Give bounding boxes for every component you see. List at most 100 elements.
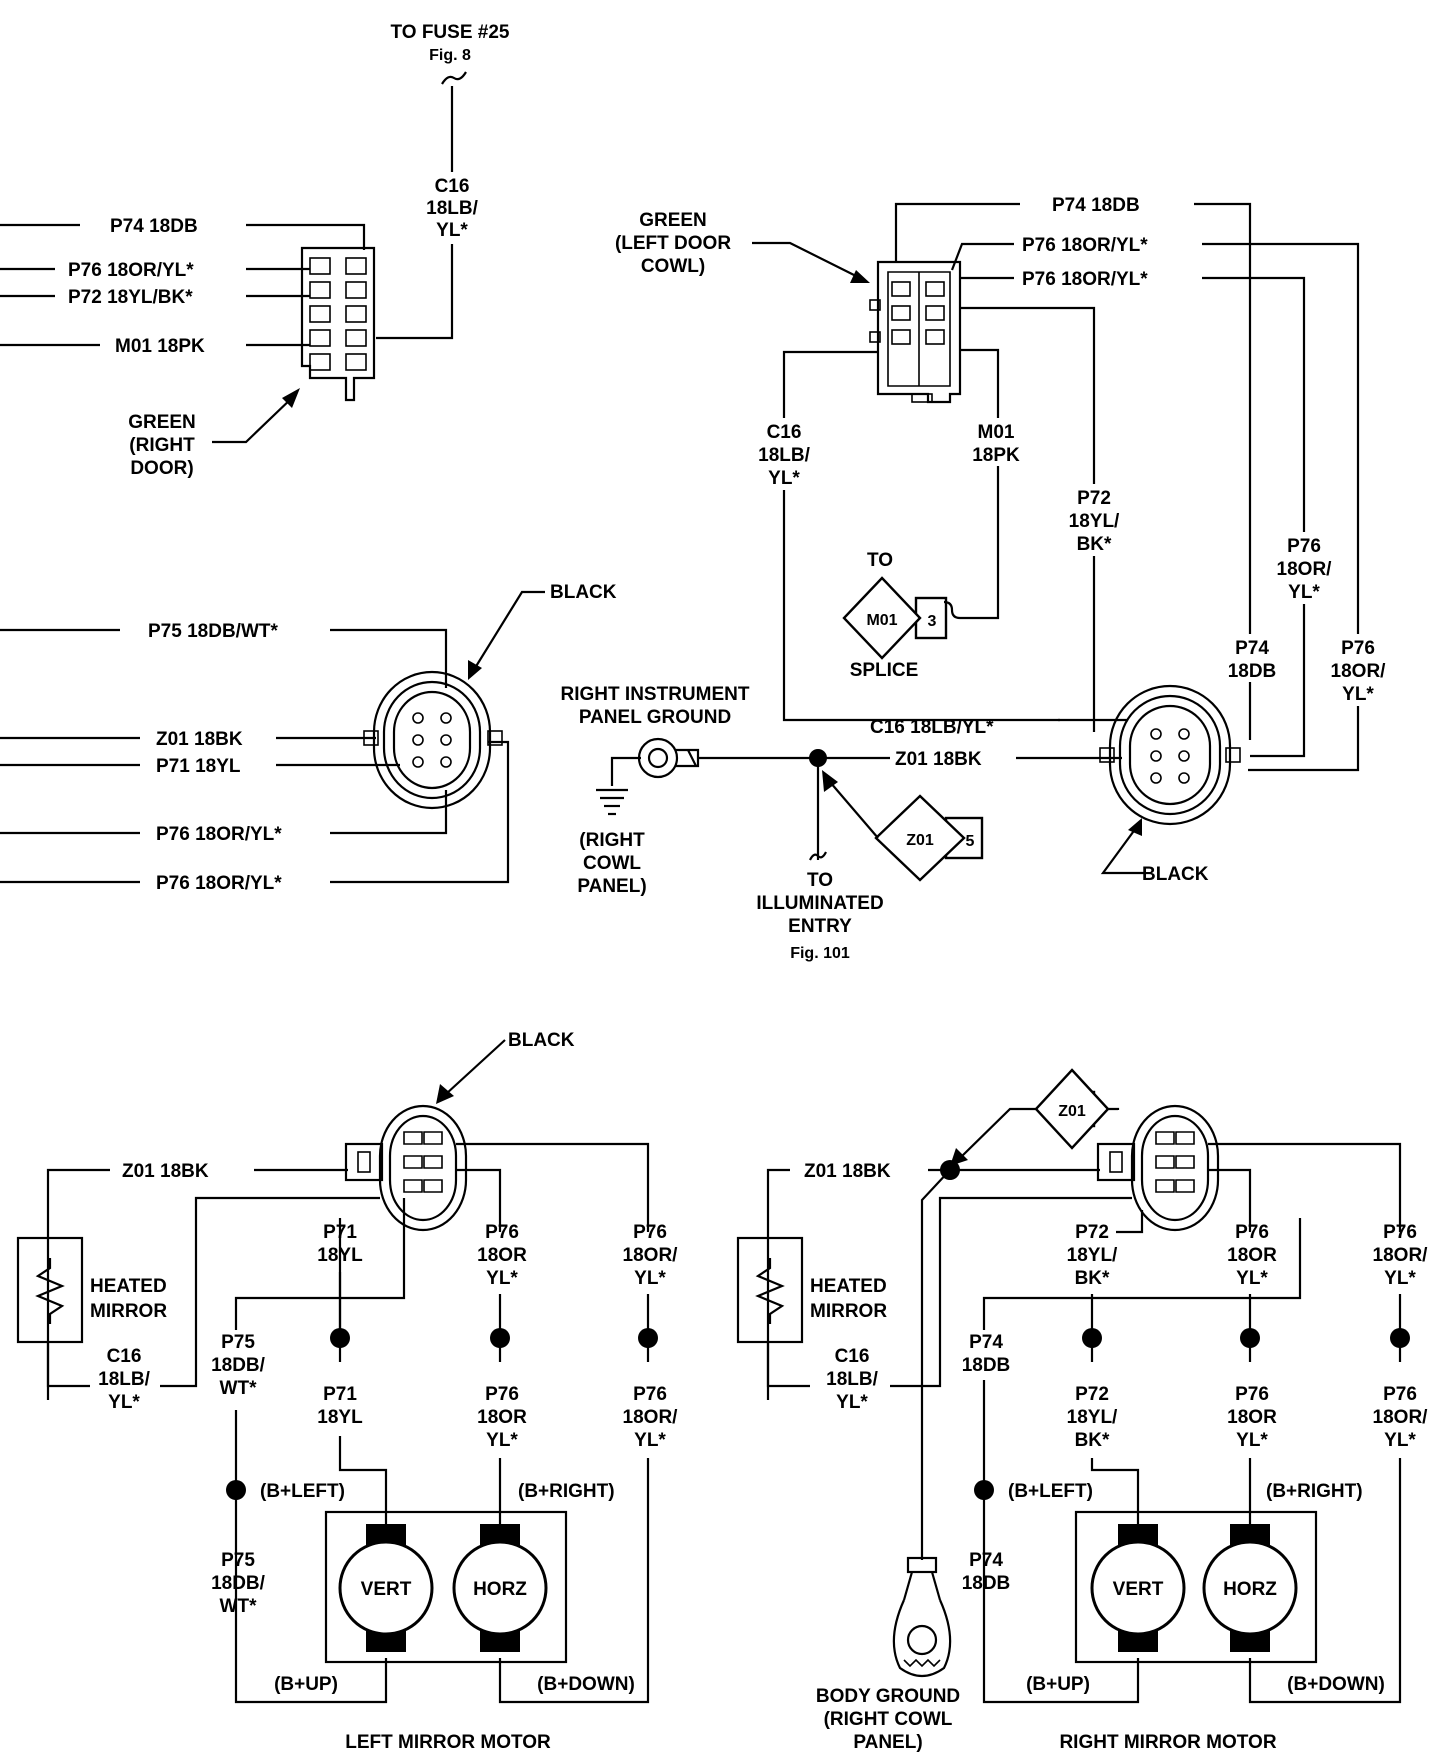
- wire-p74-b: [246, 223, 366, 250]
- p71-bl-top-1: 18YL: [317, 1245, 363, 1266]
- splice-dot-p71: [330, 1328, 350, 1348]
- wire-label-p76-mid2: P76 18OR/YL*: [156, 873, 282, 894]
- cowl-label-1: COWL: [583, 853, 641, 874]
- p76b-bl-top-1: 18OR/: [623, 1245, 679, 1266]
- p71-bl-top-0: P71: [323, 1222, 357, 1243]
- wire-p76-br: [1208, 1168, 1252, 1232]
- splice-dot-p76b: [638, 1328, 658, 1348]
- p72-cowl-line-0: P72: [1077, 488, 1111, 509]
- connector-black-bottom-right: [1096, 1104, 1220, 1232]
- arrow-black-bottom-left: [445, 1039, 506, 1095]
- heated-mirror-element-right: [736, 1236, 804, 1344]
- horz-left: HORZ: [473, 1579, 527, 1600]
- z01-br-wire-up: [1108, 1107, 1120, 1111]
- c16-cowl-line-1: 18LB/: [758, 445, 810, 466]
- wire-label-z01-br: Z01 18BK: [804, 1161, 891, 1182]
- p76b-br-bot-0: P76: [1383, 1384, 1417, 1405]
- wire-label-c16-cowl: C16 18LB/YL*: [870, 717, 994, 738]
- wire-c16-heated-left: [46, 1342, 90, 1388]
- p75-bl-top-0: P75: [221, 1332, 255, 1353]
- body-ground-line-2: PANEL): [853, 1732, 922, 1753]
- wire-c16: [376, 86, 454, 340]
- arrow-left-door: [752, 241, 861, 279]
- wire-c16-bl-b: [160, 1196, 380, 1388]
- wire-label-m01: M01 18PK: [115, 336, 205, 357]
- arrow-black-cowl: [1100, 827, 1145, 875]
- wire-p72-br-bot: [1090, 1458, 1140, 1528]
- illum-line-1: ILLUMINATED: [756, 893, 883, 914]
- p72-br-top-1: 18YL/: [1067, 1245, 1118, 1266]
- right-mirror-motor-box: [1074, 1510, 1318, 1664]
- splice-dot-p76-br: [1240, 1328, 1260, 1348]
- heated-mirror-element-left: [16, 1236, 84, 1344]
- vert-left: VERT: [361, 1579, 412, 1600]
- splice-num: 3: [928, 613, 937, 630]
- p74-br-bot-0: P74: [969, 1550, 1003, 1571]
- left-door-line-2: COWL): [641, 256, 705, 277]
- c16-br-line-0: C16: [835, 1346, 870, 1367]
- p75-bl-top-2: WT*: [220, 1378, 258, 1399]
- wire-p72-br-stub: [1116, 1210, 1144, 1234]
- wire-p74-top: [894, 202, 1020, 262]
- wire-p74-right: [1194, 202, 1252, 740]
- label-p76-cowl-inner: P76 18OR/ YL*: [1266, 532, 1342, 604]
- splice-label: SPLICE: [850, 660, 919, 681]
- illum-line-0: TO: [807, 870, 833, 891]
- c16-br-line-2: YL*: [836, 1392, 868, 1413]
- wire-break-illum: [809, 851, 827, 861]
- p76-br-top-0: P76: [1235, 1222, 1269, 1243]
- wire-z01-heated-left: [46, 1168, 110, 1400]
- p76b-bl-top-0: P76: [633, 1222, 667, 1243]
- wire-label-p75: P75 18DB/WT*: [148, 621, 278, 642]
- wire-c16-cowl: [782, 350, 1060, 722]
- c16-cowl-line-0: C16: [767, 422, 802, 443]
- wire-c16-heated-right: [766, 1342, 810, 1388]
- arrow-right-door: [212, 394, 296, 444]
- b-left-br: (B+LEFT): [1008, 1481, 1093, 1502]
- p76b-bl-top-2: YL*: [634, 1268, 666, 1289]
- arrow-z01-br: [959, 1107, 1036, 1159]
- heated-right-line-1: MIRROR: [810, 1301, 887, 1322]
- fuse-label: TO FUSE #25: [391, 22, 510, 43]
- cowl-label-2: PANEL): [577, 876, 646, 897]
- illum-fig: Fig. 101: [790, 945, 850, 962]
- c16-br-line-1: 18LB/: [826, 1369, 878, 1390]
- heated-left-line-0: HEATED: [90, 1276, 167, 1297]
- wire-p76-right-outer: [1202, 242, 1360, 772]
- p76-inner-line-2: YL*: [1288, 582, 1320, 603]
- wire-z01-heated-right: [766, 1168, 790, 1400]
- p76b-br-bot-2: YL*: [1384, 1430, 1416, 1451]
- connector-green-left-door: [869, 260, 962, 404]
- wire-p76-right-inner: [1202, 276, 1306, 758]
- p71-bl-bot-1: 18YL: [317, 1407, 363, 1428]
- p72-br-bot-0: P72: [1075, 1384, 1109, 1405]
- wire-label-p76-top: P76 18OR/YL*: [1022, 235, 1148, 256]
- vert-right: VERT: [1113, 1579, 1164, 1600]
- b-right-br: (B+RIGHT): [1266, 1481, 1363, 1502]
- arrowhead-right-door: [282, 388, 300, 408]
- p76-bl-bot-1: 18OR: [477, 1407, 527, 1428]
- p76-outer-line-2: YL*: [1342, 684, 1374, 705]
- right-door-line-1: (RIGHT: [129, 435, 195, 456]
- p76b-bl-bot-1: 18OR/: [623, 1407, 679, 1428]
- splice-wire-break: [943, 600, 961, 620]
- p76b-br-top-2: YL*: [1384, 1268, 1416, 1289]
- arrowhead-black-bottom-left: [436, 1084, 454, 1104]
- splice-id: M01: [866, 612, 897, 629]
- wire-label-p76: P76 18OR/YL*: [68, 260, 194, 281]
- wire-p76-top: [950, 242, 1014, 271]
- wire-c16-br-b: [890, 1196, 1132, 1388]
- label-p72-cowl: P72 18YL/ BK*: [1060, 484, 1130, 556]
- wire-p76-bl: [456, 1168, 502, 1232]
- black-label-mid-left: BLACK: [550, 582, 617, 603]
- p74-br-top-1: 18DB: [962, 1355, 1011, 1376]
- p72-br-top-0: P72: [1075, 1222, 1109, 1243]
- wire-label-p72: P72 18YL/BK*: [68, 287, 193, 308]
- p76-bl-top-0: P76: [485, 1222, 519, 1243]
- ground-label-0: RIGHT INSTRUMENT: [561, 684, 750, 705]
- wire-break-symbol: [441, 71, 467, 85]
- cowl-label-0: (RIGHT: [579, 830, 645, 851]
- p76-br-top-2: YL*: [1236, 1268, 1268, 1289]
- label-c16-cowl: C16 18LB/ YL*: [750, 418, 820, 490]
